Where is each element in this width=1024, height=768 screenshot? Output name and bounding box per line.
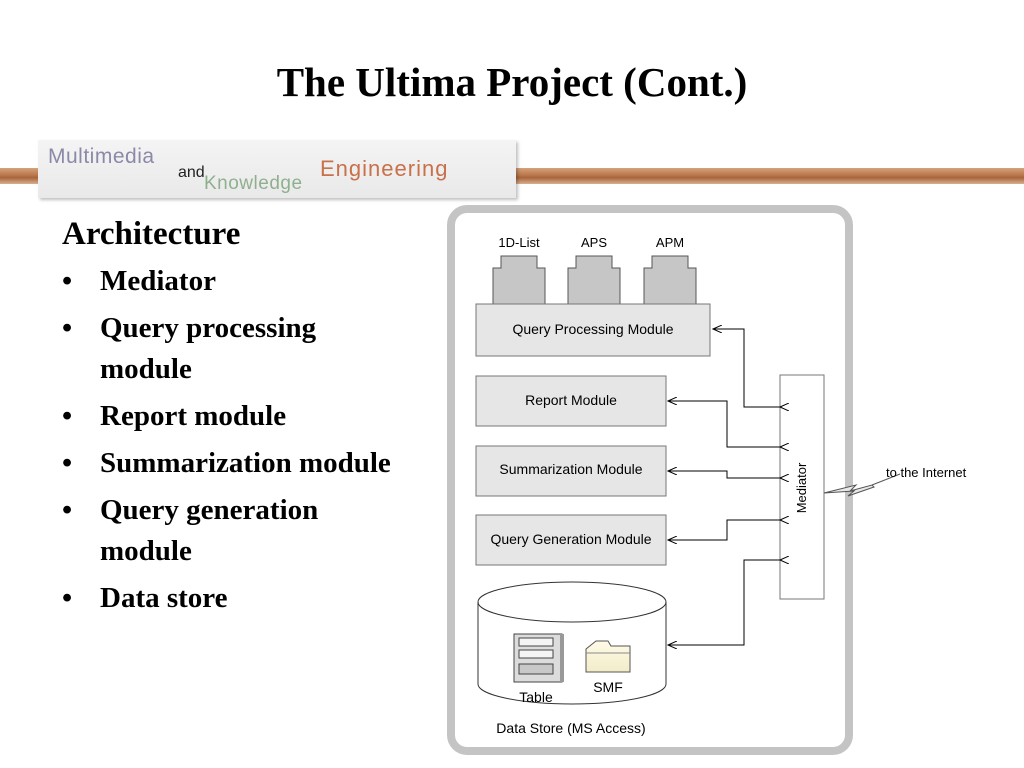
bullet-text: Mediator xyxy=(100,265,216,297)
bullet-item: • Report module xyxy=(62,396,402,437)
bullet-item: • Mediator xyxy=(62,261,402,302)
logo-text-knowledge: Knowledge xyxy=(204,173,303,194)
header-banner: Multimedia and Knowledge Engineering xyxy=(0,140,1024,200)
bullet-text: Report module xyxy=(100,400,287,432)
report-module-label: Report Module xyxy=(525,392,617,408)
table-icon xyxy=(513,633,564,683)
mediator-label: Mediator xyxy=(794,462,809,513)
query-generation-module-label: Query Generation Module xyxy=(490,531,651,547)
logo-text-engineering: Engineering xyxy=(320,156,449,181)
internet-label: to the Internet xyxy=(886,465,967,480)
bullet-dot-icon: • xyxy=(62,494,73,526)
query-processing-module-label: Query Processing Module xyxy=(512,321,673,337)
data-store-cylinder-top xyxy=(477,581,667,623)
internet-link-line xyxy=(871,473,901,486)
mke-logo: Multimedia and Knowledge Engineering xyxy=(38,140,516,198)
bullet-item: • Query processing module xyxy=(62,308,402,390)
query-processing-module-box xyxy=(475,303,711,357)
bullet-dot-icon: • xyxy=(62,265,73,297)
banner-stripe-right xyxy=(514,168,1024,184)
data-store-label: Data Store (MS Access) xyxy=(496,720,645,736)
connector-data-store xyxy=(668,560,780,645)
bullet-dot-icon: • xyxy=(62,312,73,344)
bullet-item: • Summarization module xyxy=(62,443,402,484)
logo-text-and: and xyxy=(178,164,205,181)
bullet-dot-icon: • xyxy=(62,447,73,479)
connector-query-generation xyxy=(668,520,780,540)
logo-text-multimedia: Multimedia xyxy=(48,145,155,168)
connector-report xyxy=(668,401,780,447)
slide-content: Architecture • Mediator • Query processing… xyxy=(62,216,402,625)
section-heading: Architecture xyxy=(62,216,241,252)
bullet-text: Data store xyxy=(100,582,228,614)
lightning-bolt-icon xyxy=(823,484,875,497)
bullet-dot-icon: • xyxy=(62,400,73,432)
label-apm: APM xyxy=(656,235,684,250)
summarization-module-box xyxy=(475,445,667,497)
connector-summarization xyxy=(668,471,780,478)
summarization-module-label: Summarization Module xyxy=(499,461,642,477)
bullet-list: • Mediator • Query processing module • Repo… xyxy=(62,261,402,619)
bullet-text: Query processing module xyxy=(100,312,317,385)
smf-label: SMF xyxy=(593,679,623,695)
table-label: Table xyxy=(519,689,553,705)
bullet-dot-icon: • xyxy=(62,582,73,614)
smf-folder-icon xyxy=(585,640,631,673)
architecture-diagram: 1D-List APS APM Query Processing Module … xyxy=(446,204,1024,764)
query-generation-module-box xyxy=(475,514,667,566)
architecture-diagram-svg: 1D-List APS APM Query Processing Module … xyxy=(447,205,967,755)
bullet-text: Summarization module xyxy=(100,447,391,479)
label-1d-list: 1D-List xyxy=(498,235,540,250)
banner-stripe-left xyxy=(0,168,40,184)
bullet-item: • Data store xyxy=(62,578,402,619)
label-aps: APS xyxy=(581,235,607,250)
slide-title: The Ultima Project (Cont.) xyxy=(276,59,748,105)
bullet-text: Query generation module xyxy=(100,494,319,567)
bullet-item: • Query generation module xyxy=(62,490,402,572)
report-module-box xyxy=(475,375,667,427)
